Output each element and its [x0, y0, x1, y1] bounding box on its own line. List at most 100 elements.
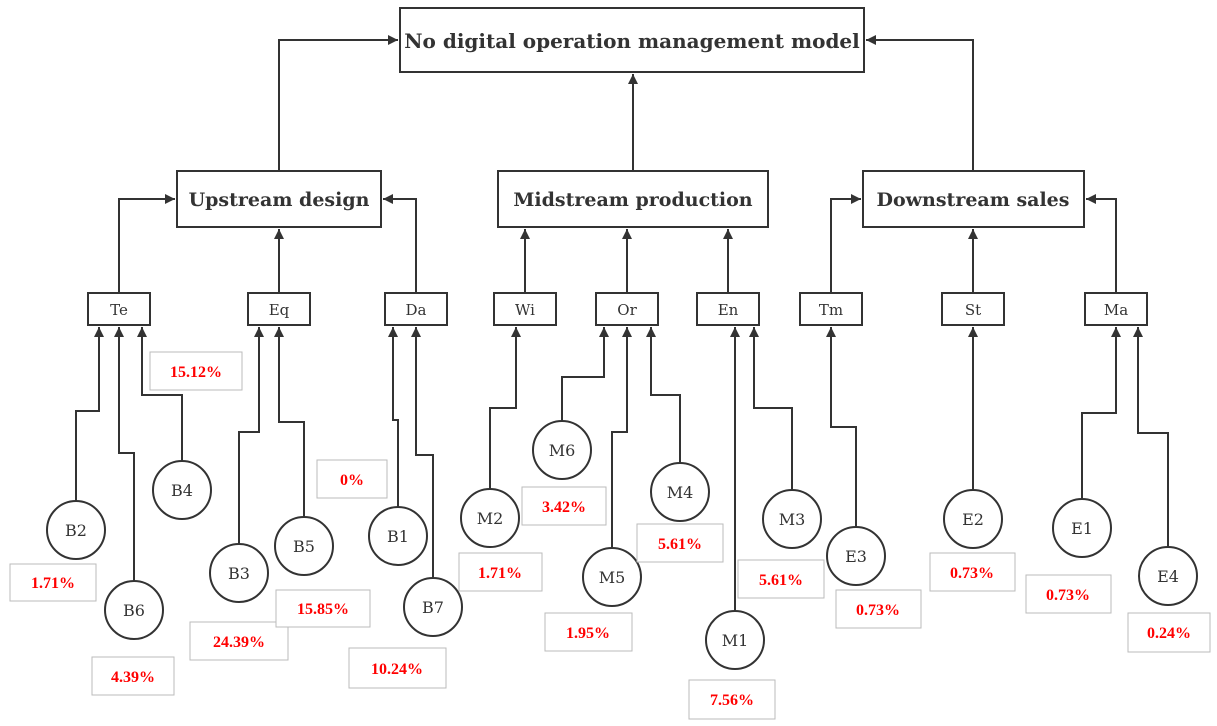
subcategory-node-or: Or — [595, 292, 659, 326]
factor-to-sub-arrow — [411, 327, 434, 578]
factor-node-m4: M4 — [650, 462, 710, 522]
percent-text: 4.39% — [111, 669, 155, 686]
sub-to-stage-arrow — [118, 194, 175, 293]
percent-text: 0% — [340, 472, 364, 489]
factor-node-e2: E2 — [943, 489, 1003, 549]
subcategory-node-wi: Wi — [493, 292, 557, 326]
percent-label-b2: 1.71% — [9, 563, 97, 602]
stage-label-upstream: Upstream design — [189, 189, 370, 211]
subcategory-label: St — [965, 301, 981, 319]
percent-label-e1: 0.73% — [1025, 574, 1112, 614]
factor-node-b1: B1 — [368, 506, 428, 566]
percent-label-b6: 4.39% — [91, 656, 175, 696]
model-node: No digital operation management model — [399, 7, 865, 73]
factor-to-sub-arrow — [388, 327, 399, 507]
stage-to-model-arrow — [866, 35, 974, 171]
factor-label: B2 — [65, 521, 87, 540]
connectors — [75, 35, 1169, 611]
sub-to-stage-arrow — [1086, 194, 1117, 293]
stage-label-downstream: Downstream sales — [877, 189, 1070, 211]
factor-node-e3: E3 — [826, 526, 886, 586]
percent-text: 1.71% — [478, 565, 522, 582]
factor-label: E1 — [1071, 519, 1093, 538]
percent-text: 0.73% — [856, 602, 900, 619]
stage-node-upstream: Upstream design — [176, 170, 382, 228]
percent-label-e4: 0.24% — [1127, 612, 1211, 653]
factor-label: E4 — [1157, 567, 1179, 586]
factor-label: B4 — [171, 481, 193, 500]
subcategory-node-st: St — [941, 292, 1005, 326]
factor-to-sub-arrow — [826, 327, 857, 527]
factor-label: M3 — [779, 510, 806, 529]
factor-label: B6 — [123, 601, 145, 620]
factor-label: M1 — [722, 631, 749, 650]
sub-to-stage-arrow — [383, 194, 417, 293]
subcategory-node-eq: Eq — [247, 292, 311, 326]
percent-label-b7: 10.24% — [348, 647, 447, 689]
factor-to-sub-arrow — [114, 327, 135, 581]
factor-node-m5: M5 — [582, 547, 642, 607]
factor-node-m2: M2 — [460, 488, 520, 548]
percent-label-m5: 1.95% — [544, 612, 633, 652]
factor-node-b2: B2 — [46, 500, 106, 560]
factor-to-sub-arrow — [646, 327, 681, 463]
stage-to-model-arrow — [278, 35, 398, 171]
percent-text: 5.61% — [759, 572, 803, 589]
factor-to-sub-arrow — [1081, 327, 1121, 499]
percent-label-b1: 0% — [316, 459, 388, 499]
factor-node-b5: B5 — [274, 516, 334, 576]
factor-node-m1: M1 — [705, 610, 765, 670]
percent-label-e3: 0.73% — [835, 589, 922, 629]
factor-to-sub-arrow — [749, 327, 793, 490]
factor-to-sub-arrow — [274, 327, 305, 517]
factor-to-sub-arrow — [489, 327, 521, 489]
percent-text: 1.95% — [566, 625, 610, 642]
percent-text: 1.71% — [31, 575, 75, 592]
percent-label-m3: 5.61% — [737, 559, 825, 599]
factor-node-b6: B6 — [104, 580, 164, 640]
factor-to-sub-arrow — [1133, 327, 1169, 547]
stage-node-midstream: Midstream production — [497, 170, 769, 228]
percent-text: 15.12% — [170, 364, 222, 381]
subcategory-label: Tm — [819, 301, 843, 319]
subcategory-node-tm: Tm — [799, 292, 863, 326]
factor-label: B1 — [387, 527, 409, 546]
subcategory-node-te: Te — [87, 292, 151, 326]
percent-text: 0.73% — [950, 565, 994, 582]
subcategory-node-en: En — [696, 292, 760, 326]
subcategory-label: Te — [110, 301, 128, 319]
subcategory-label: Da — [406, 301, 427, 319]
factor-node-b4: B4 — [152, 460, 212, 520]
stage-node-downstream: Downstream sales — [862, 170, 1085, 228]
percent-label-m6: 3.42% — [521, 486, 607, 526]
percent-text: 15.85% — [297, 601, 349, 618]
percent-text: 0.73% — [1046, 587, 1090, 604]
factor-label: M5 — [599, 568, 626, 587]
factor-to-sub-arrow — [75, 327, 104, 501]
percent-text: 24.39% — [213, 634, 265, 651]
subcategory-label: Ma — [1104, 301, 1128, 319]
factor-label: M2 — [477, 509, 504, 528]
factor-node-e4: E4 — [1138, 546, 1198, 606]
percent-label-e2: 0.73% — [929, 552, 1016, 592]
percent-label-m1: 7.56% — [688, 679, 776, 720]
stage-label-midstream: Midstream production — [513, 189, 752, 211]
factor-to-sub-arrow — [561, 327, 609, 421]
factor-to-sub-arrow — [611, 327, 632, 548]
factor-node-b3: B3 — [209, 543, 269, 603]
percent-text: 7.56% — [710, 692, 754, 709]
factor-label: B3 — [228, 564, 250, 583]
factor-node-e1: E1 — [1052, 498, 1112, 558]
percent-label-m4: 5.61% — [636, 523, 724, 563]
model-title: No digital operation management model — [404, 29, 860, 53]
percent-text: 3.42% — [542, 499, 586, 516]
subcategory-label: Or — [617, 301, 637, 319]
percent-label-m2: 1.71% — [458, 552, 543, 592]
factor-label: B7 — [422, 598, 444, 617]
factor-label: B5 — [293, 537, 315, 556]
factor-node-m3: M3 — [762, 489, 822, 549]
subcategory-label: En — [718, 301, 739, 319]
percent-text: 5.61% — [658, 536, 702, 553]
percent-label-b5: 15.85% — [275, 589, 371, 628]
